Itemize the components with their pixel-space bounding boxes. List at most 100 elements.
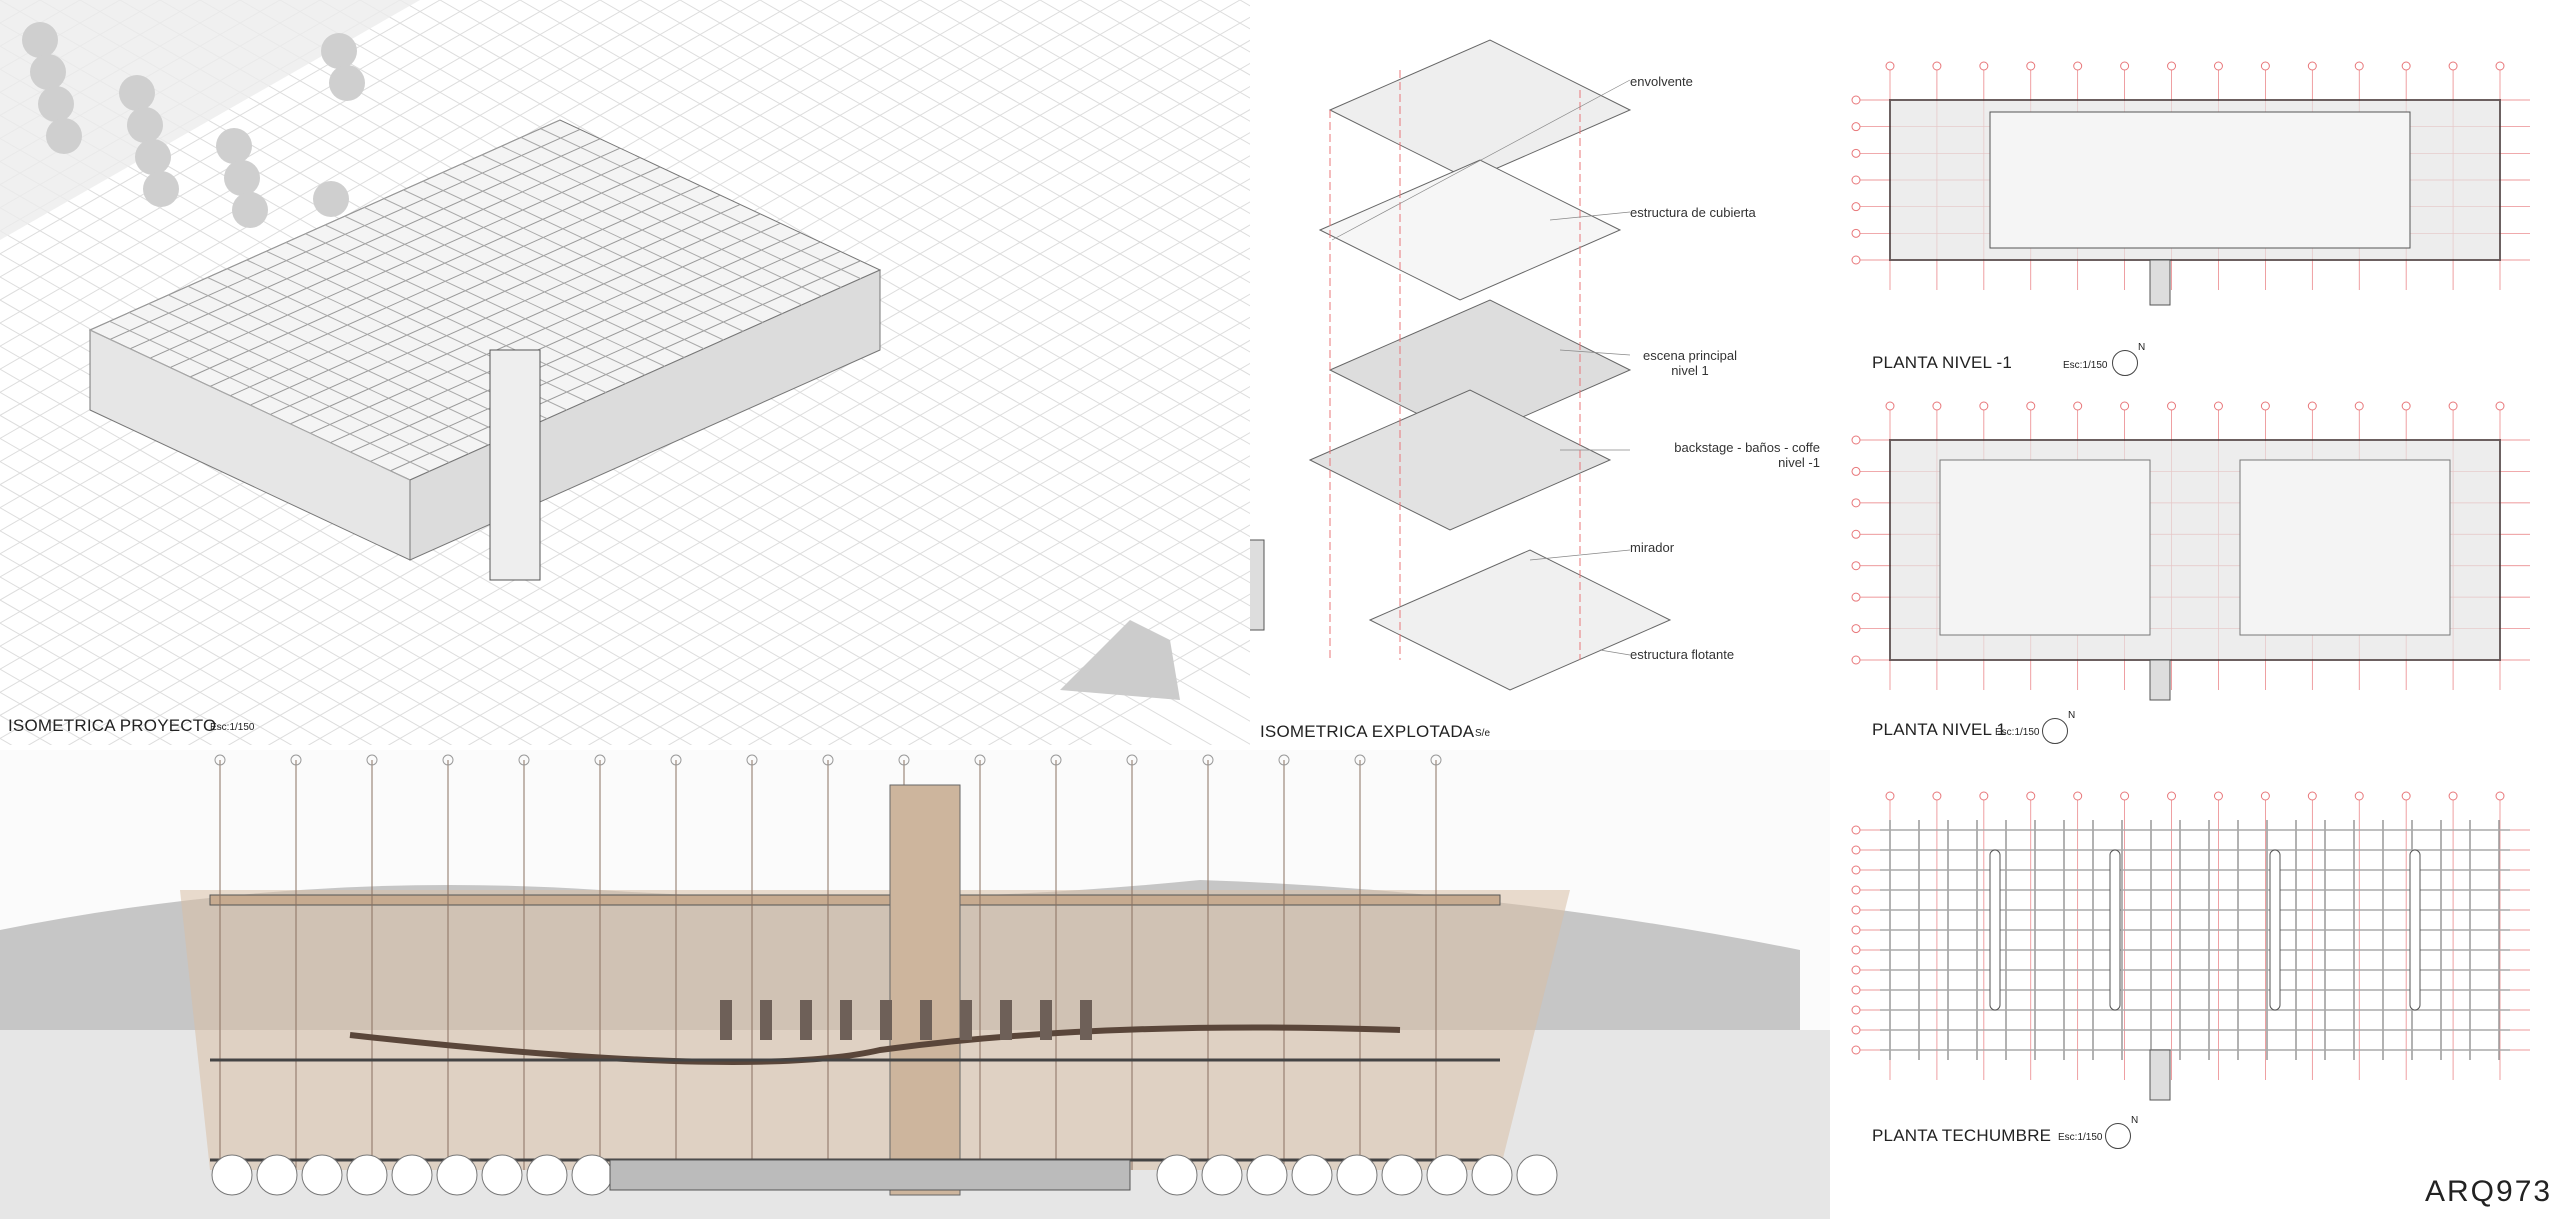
exploded-layer	[1318, 159, 1622, 301]
roof-beam	[383, 198, 705, 350]
section-drawing	[0, 750, 1830, 1219]
skylight	[2109, 849, 2121, 1011]
axis-bubble	[822, 754, 834, 766]
exploded-layer	[1328, 39, 1632, 181]
iso-grid-line	[627, 385, 1250, 745]
float-pontoon	[1156, 1154, 1198, 1196]
axis-bubble	[2073, 61, 2083, 71]
iso-grid-line	[0, 437, 533, 745]
axis-bubble	[1851, 1045, 1861, 1055]
iso-grid-line	[267, 178, 1250, 745]
plan-title: PLANTA TECHUMBRE	[1872, 1126, 2052, 1145]
axis-bubble	[2354, 61, 2364, 71]
axis-bubble	[2026, 791, 2036, 801]
leader-line	[1559, 349, 1631, 356]
tree	[313, 181, 349, 217]
axis-bubble	[1851, 1025, 1861, 1035]
figure	[840, 1000, 852, 1040]
section-panel	[0, 750, 1830, 1219]
exploded-isometric-drawing	[1250, 39, 1672, 691]
iso-grid-line	[0, 368, 653, 745]
axis-bubble	[2213, 401, 2223, 411]
axis-bubble	[670, 754, 682, 766]
axis-bubble	[290, 754, 302, 766]
iso-grid-line	[759, 0, 1250, 284]
roof-beam	[520, 137, 842, 288]
axis-bubble	[1851, 255, 1861, 265]
axis-bubble	[1430, 754, 1442, 766]
tree	[135, 139, 171, 175]
iso-grid-line	[279, 0, 1250, 561]
tree	[127, 107, 163, 143]
iso-grid-line	[947, 570, 1250, 745]
axis-bubble	[898, 754, 910, 766]
plan-level-minus1-drawing	[1851, 61, 2530, 306]
float-pontoon	[481, 1154, 523, 1196]
iso-grid-line	[667, 409, 1250, 745]
axis-bubble	[2167, 791, 2177, 801]
iso-grid-line	[547, 339, 1250, 745]
axis-bubble	[2120, 61, 2130, 71]
exploded-isometric-title: ISOMETRICA EXPLOTADA	[1260, 722, 1475, 741]
plan-scale: Esc:1/150	[2063, 360, 2108, 371]
iso-grid-line	[639, 0, 1250, 353]
axis-bubble	[2448, 61, 2458, 71]
axis-bubble	[1979, 401, 1989, 411]
axis-bubble	[2026, 61, 2036, 71]
axis-bubble	[1851, 885, 1861, 895]
axis-bubble	[1979, 791, 1989, 801]
plan-level-minus1: PLANTA NIVEL -1 Esc:1/150 N	[1850, 0, 2560, 400]
north-arrow-icon	[2105, 1123, 2131, 1149]
iso-grid-line	[907, 547, 1250, 745]
roof-beam	[324, 224, 646, 376]
exploded-isometric-panel: envolvente estructura de cubierta escena…	[1250, 0, 1830, 745]
layer-label-envelope: envolvente	[1630, 74, 1693, 89]
plan-level-1-drawing	[1851, 401, 2530, 701]
iso-grid-line	[0, 0, 681, 393]
roof-beam	[89, 119, 561, 331]
axis-bubble	[2167, 61, 2177, 71]
figure	[760, 1000, 772, 1040]
iso-grid-line	[347, 224, 1250, 745]
iso-grid-line	[319, 0, 1250, 538]
iso-grid-line	[0, 0, 481, 278]
basement	[609, 1159, 1131, 1191]
axis-bubble	[1851, 624, 1861, 634]
iso-grid-line	[227, 155, 1250, 745]
iso-grid-line	[0, 484, 453, 745]
roof-beam	[148, 303, 470, 455]
axis-bubble	[1278, 754, 1290, 766]
axis-bubble	[746, 754, 758, 766]
axis-bubble	[1885, 61, 1895, 71]
iso-grid-line	[199, 0, 1250, 607]
roof-beam	[209, 894, 1501, 906]
axis-bubble	[2401, 401, 2411, 411]
iso-grid-line	[0, 391, 613, 745]
iso-grid-line	[787, 478, 1250, 745]
axis-bubble	[1851, 202, 1861, 212]
iso-grid-line	[0, 599, 253, 745]
axis-bubble	[1851, 925, 1861, 935]
axis-bubble	[1851, 148, 1861, 158]
iso-grid-line	[0, 0, 601, 347]
axis-bubble	[1851, 865, 1861, 875]
axis-bubble	[1851, 1005, 1861, 1015]
float-pontoon	[211, 1154, 253, 1196]
roof-beam	[344, 215, 666, 367]
float-pontoon	[346, 1154, 388, 1196]
stage-deck	[349, 1024, 1401, 1065]
iso-grid-line	[0, 553, 333, 745]
iso-grid-line	[987, 593, 1250, 745]
float-pontoon	[301, 1154, 343, 1196]
axis-bubble	[1885, 401, 1895, 411]
axis-bubble	[1979, 61, 1989, 71]
iso-grid-line	[239, 0, 1250, 584]
float-pontoon	[1516, 1154, 1558, 1196]
sand-mound	[1060, 620, 1180, 700]
iso-grid-line	[0, 530, 373, 745]
tree	[38, 86, 74, 122]
north-label: N	[2131, 1115, 2139, 1126]
axis-bubble	[1932, 61, 1942, 71]
axis-bubble	[2260, 61, 2270, 71]
axis-bubble	[1126, 754, 1138, 766]
